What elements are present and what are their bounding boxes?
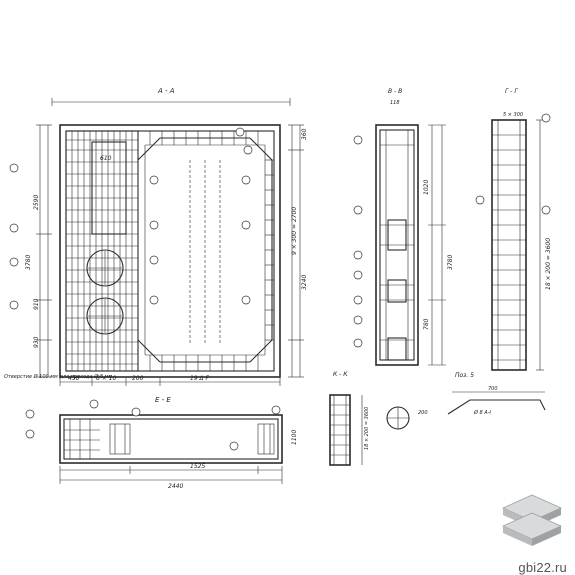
pos5-detail: Поз. 5 700 Ø 8 A-I 200 [386,372,546,430]
h910-dim: 910 [33,298,40,310]
bb-3780-dim: 3780 [447,255,454,270]
bb-1020-dim: 1020 [423,180,430,195]
right-360-dim: 360 [301,128,308,140]
total-height-dim: 3780 [25,255,32,270]
ee-1100-dim: 1100 [291,430,298,445]
section-bb-view: В - В 118 1020 3780 780 [353,88,454,366]
right-stack-dim: 9 × 300 = 2700 [291,207,298,255]
pos5-700-dim: 700 [488,386,498,392]
bb-width-dim: 118 [390,100,400,106]
h930-dim: 930 [33,336,40,348]
pos5-title: Поз. 5 [455,372,474,379]
pos5-dim: 200 [418,410,428,416]
section-kk-title: К - К [333,371,348,378]
gg-top-dim: 5 × 300 [503,112,523,118]
ee-1525-dim: 1525 [190,463,205,470]
upper-height-dim: 2590 [33,195,40,210]
bottom-200-dim: 200 [132,375,144,382]
bottom-450-dim: 450 [68,375,80,382]
bottom-190-dim: 19 Δ F [190,375,210,382]
section-gg-view: Г - Г 5 × 300 18 × 200 = 3600 [475,88,552,371]
section-kk-view: К - К 18 × 200 = 3600 [329,371,370,466]
opening-width-label: 610 [100,155,112,162]
section-ee-view: Е - Е 1525 2440 1100 [25,396,298,490]
section-gg-title: Г - Г [505,88,518,95]
gbi22-logo-icon [502,494,562,546]
hole-note: Отверстие Ø 100 мм для прохода Ø 8 мм [4,373,112,380]
site-brand-text[interactable]: gbi22.ru [518,560,567,575]
right-3240-dim: 3240 [301,275,308,290]
bottom-6x10-dim: 6 × 10 [96,375,116,382]
section-aa-title: А - А [157,87,175,95]
kk-stack-dim: 18 × 200 = 3600 [364,407,370,450]
section-aa-view: А - А [4,87,308,386]
section-bb-title: В - В [388,88,402,95]
pos5-note: Ø 8 A-I [473,409,492,416]
bb-780-dim: 780 [423,318,430,330]
section-ee-title: Е - Е [155,396,171,404]
ee-total-dim: 2440 [168,483,183,490]
gg-stack-dim: 18 × 200 = 3600 [545,238,552,290]
